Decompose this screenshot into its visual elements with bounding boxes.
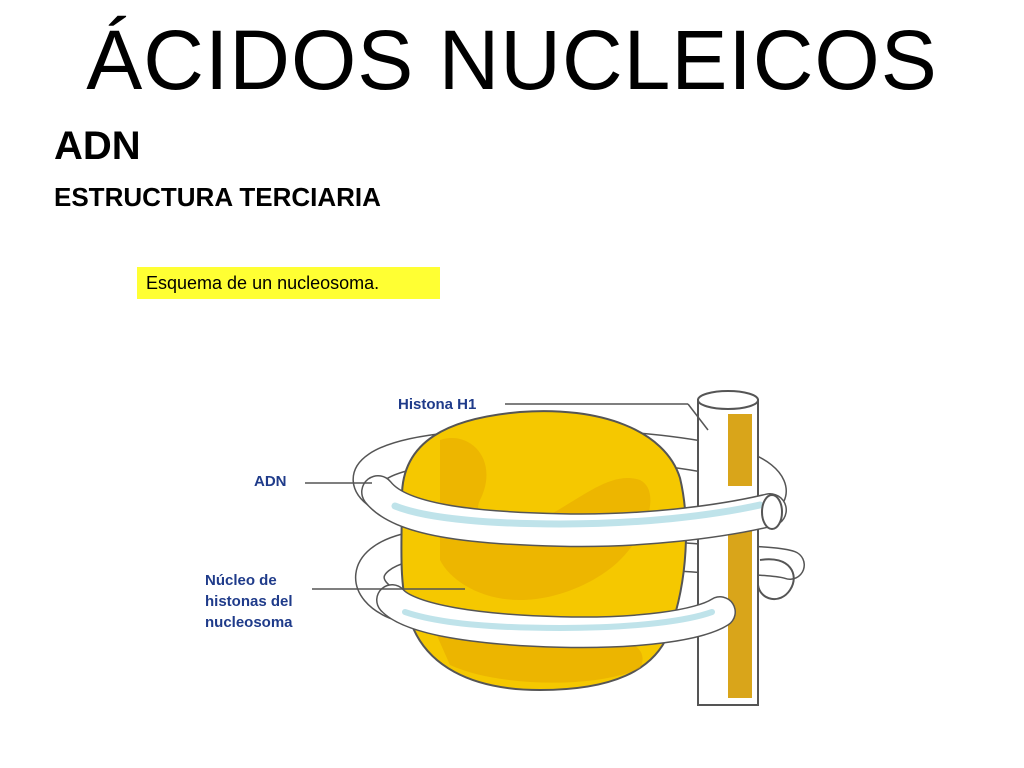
diagram-caption: Esquema de un nucleosoma.: [146, 273, 380, 293]
label-histona-h1: Histona H1: [398, 396, 477, 413]
dna-coil-lower-stripe: [402, 609, 715, 632]
label-nucleo-line1: Núcleo de: [205, 572, 277, 589]
label-nucleo-line2: histonas del: [205, 593, 293, 610]
slide-title: ÁCIDOS NUCLEICOS: [86, 13, 938, 107]
dna-tube-end: [761, 494, 783, 530]
dna-coil-upper-stripe: [391, 501, 764, 528]
histone-h1-rod-top: [697, 390, 759, 410]
histone-core-shade-2: [430, 620, 643, 683]
slide-subtitle: ADN: [54, 124, 141, 168]
section-heading: ESTRUCTURA TERCIARIA: [54, 182, 381, 212]
label-adn: ADN: [254, 473, 287, 490]
leader-histona-h1-diag: [687, 403, 709, 431]
diagram-caption-box: Esquema de un nucleosoma.: [137, 267, 440, 299]
dna-outer-loop: [757, 558, 795, 600]
label-nucleo-line3: nucleosoma: [205, 614, 293, 631]
histone-h1-rod-stripe-top: [728, 414, 752, 486]
